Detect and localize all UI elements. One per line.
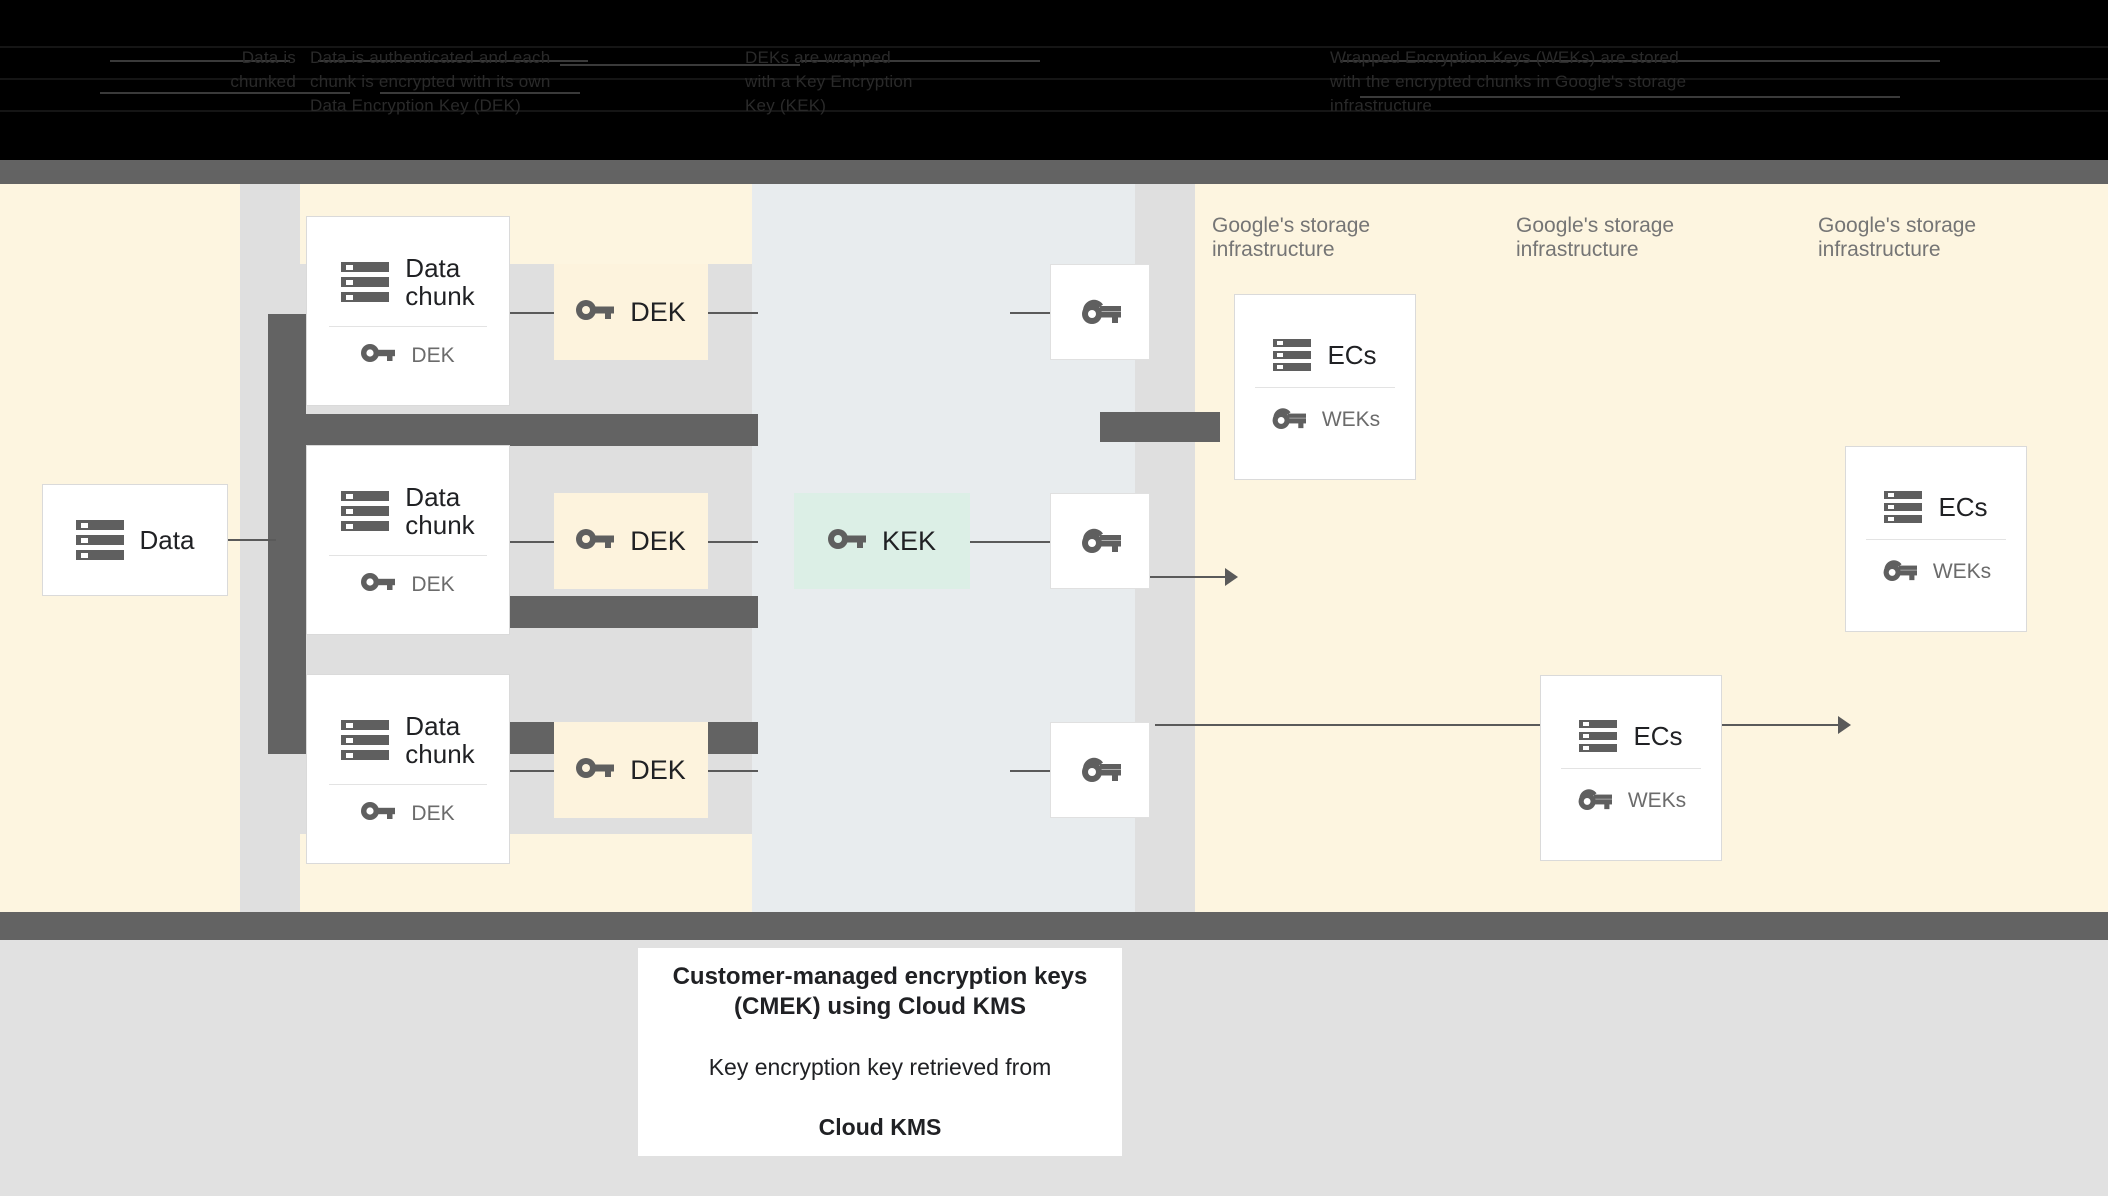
header-separator-bar (0, 160, 2108, 184)
card-divider (329, 784, 487, 785)
connector-chunk3-dek3 (508, 770, 554, 772)
ecs-key-label: WEKs (1627, 788, 1687, 812)
card-divider (329, 326, 487, 327)
footer-separator-bar (0, 912, 2108, 940)
key-icon (827, 528, 866, 555)
dek-box[interactable]: DEK (554, 264, 708, 360)
chunk-key-label: DEK (411, 572, 455, 596)
wrapped-key-icon (1881, 556, 1917, 587)
header-band: Data is chunked Data is authenticated an… (0, 0, 2108, 160)
kek-box[interactable]: KEK (794, 493, 970, 589)
connector-dek1-kek-col (708, 312, 758, 314)
dek-box[interactable]: DEK (554, 722, 708, 818)
ecs-title: ECs (1633, 721, 1683, 751)
server-icon (341, 720, 390, 760)
caption-box: Customer-managed encryption keys (CMEK) … (638, 948, 1122, 1156)
connector-data-to-spine (228, 539, 276, 541)
fanout-branch-top (268, 414, 758, 446)
wrapped-key-card[interactable] (1050, 722, 1150, 818)
key-icon (576, 299, 615, 326)
caption-body-lead: Key encryption key retrieved from (708, 1054, 1052, 1080)
chunk-key-label: DEK (411, 801, 455, 825)
chunk-key-label: DEK (411, 343, 455, 367)
data-source-label: Data (139, 525, 195, 555)
arrow-head-ecs1 (1225, 568, 1238, 586)
card-divider (1254, 387, 1396, 388)
ecs-title: ECs (1938, 492, 1988, 522)
connector-chunk1-dek1 (508, 312, 554, 314)
key-icon (361, 572, 396, 597)
server-icon (341, 491, 390, 531)
wek-connector-bar (1100, 412, 1220, 442)
header-text-row: Data is chunked Data is authenticated an… (0, 46, 2108, 138)
dek-label: DEK (630, 754, 686, 785)
key-icon (576, 757, 615, 784)
header-step-3: DEKs are wrapped with a Key Encryption K… (745, 48, 913, 115)
connector-to-wek1 (1010, 312, 1052, 314)
connector-to-wek2 (1010, 541, 1052, 543)
ecs-key-label: WEKs (1932, 559, 1992, 583)
ecs-key-label: WEKs (1321, 407, 1381, 431)
card-divider (1560, 768, 1702, 769)
diagram-canvas: Google's storage infrastructure Google's… (0, 184, 2108, 964)
ecs-card[interactable]: ECs WEKs (1540, 675, 1722, 861)
data-chunk-card[interactable]: Data chunk DEK (306, 674, 510, 864)
ecs-card[interactable]: ECs WEKs (1845, 446, 2027, 632)
caption-body: Key encryption key retrieved from Cloud … (709, 1022, 1052, 1142)
storage-label-1: Google's storage infrastructure (1212, 214, 1371, 261)
dek-label: DEK (630, 525, 686, 556)
header-step-1: Data is chunked (230, 48, 296, 91)
caption-title: Customer-managed encryption keys (CMEK) … (672, 963, 1088, 1020)
header-step-2: Data is authenticated and each chunk is … (310, 48, 551, 115)
connector-chunk2-dek2 (508, 541, 554, 543)
fanout-spine (268, 314, 306, 754)
wrapped-key-icon (1079, 524, 1121, 559)
wrapped-key-icon (1270, 404, 1306, 435)
wrapped-key-icon (1079, 753, 1121, 788)
wrapped-key-icon (1576, 785, 1612, 816)
key-icon (361, 801, 396, 826)
connector-to-wek3 (1010, 770, 1052, 772)
ecs-title: ECs (1327, 340, 1377, 370)
arrow-head-ecs2 (1838, 716, 1851, 734)
caption-body-strong: Cloud KMS (818, 1114, 942, 1140)
wrapped-key-icon (1079, 295, 1121, 330)
ecs-card[interactable]: ECs WEKs (1234, 294, 1416, 480)
card-divider (329, 555, 487, 556)
card-divider (1865, 539, 2007, 540)
key-icon (361, 343, 396, 368)
arrow-wek2-to-ecs2 (1155, 724, 1845, 726)
kek-label: KEK (881, 525, 937, 556)
chunk-title: Data chunk (405, 711, 475, 769)
data-chunk-card[interactable]: Data chunk DEK (306, 445, 510, 635)
storage-label-3: Google's storage infrastructure (1818, 214, 1977, 261)
key-icon (576, 528, 615, 555)
arrow-wek1-to-ecs1 (1100, 576, 1230, 578)
connector-kek-out (968, 541, 1012, 543)
server-icon (1884, 491, 1923, 523)
header-step-4: Wrapped Encryption Keys (WEKs) are store… (1330, 48, 1687, 115)
storage-label-2: Google's storage infrastructure (1516, 214, 1675, 261)
connector-dek2-kek-col (708, 541, 758, 543)
data-source-card[interactable]: Data (42, 484, 228, 596)
chunk-title: Data chunk (405, 482, 475, 540)
dek-label: DEK (630, 296, 686, 327)
wrapped-key-card[interactable] (1050, 264, 1150, 360)
server-icon (1579, 720, 1618, 752)
chunk-title: Data chunk (405, 253, 475, 311)
connector-dek3-kek-col (708, 770, 758, 772)
server-icon (75, 520, 124, 560)
wrapped-key-card[interactable] (1050, 493, 1150, 589)
data-chunk-card[interactable]: Data chunk DEK (306, 216, 510, 406)
server-icon (341, 262, 390, 302)
dek-box[interactable]: DEK (554, 493, 708, 589)
server-icon (1273, 339, 1312, 371)
footer-area: Customer-managed encryption keys (CMEK) … (0, 940, 2108, 1196)
